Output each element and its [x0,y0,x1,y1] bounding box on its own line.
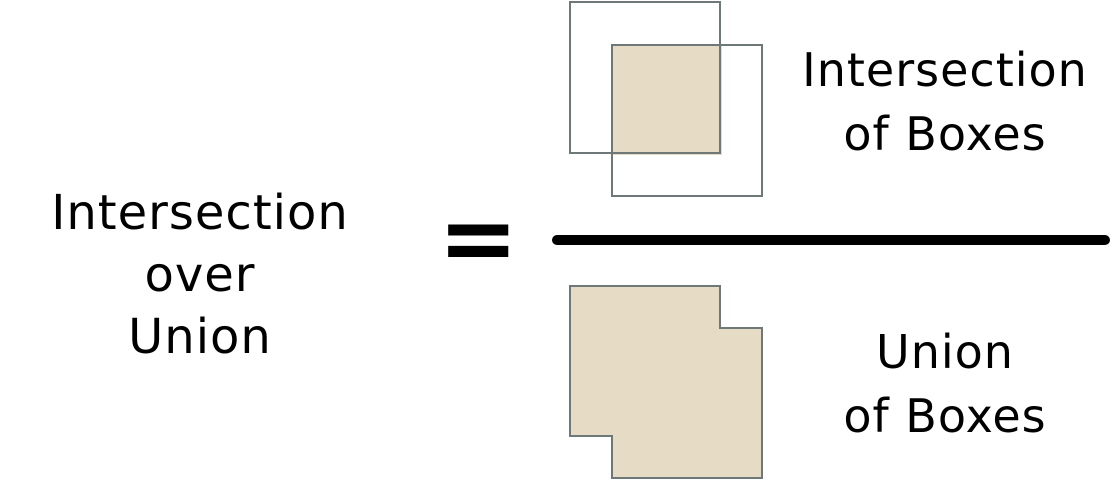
union-shape [569,285,763,479]
fraction-bar [552,235,1110,245]
box-b-outline [611,44,763,197]
numerator-line-2: of Boxes [843,107,1047,161]
lhs-line-1: Intersection over [51,185,349,303]
numerator-line-1: Intersection [802,43,1088,97]
box-a-outline [569,1,721,154]
numerator-label: Intersection of Boxes [800,38,1090,166]
denominator-label: Union of Boxes [800,320,1090,448]
intersection-fill [611,44,722,155]
denominator-line-2: of Boxes [843,389,1047,443]
denominator-figure [569,285,763,479]
lhs-label: Intersection over Union [0,182,400,368]
numerator-figure [569,1,763,197]
denominator-line-1: Union [876,325,1014,379]
lhs-line-2: Union [128,309,272,365]
equals-sign: = [438,182,519,294]
